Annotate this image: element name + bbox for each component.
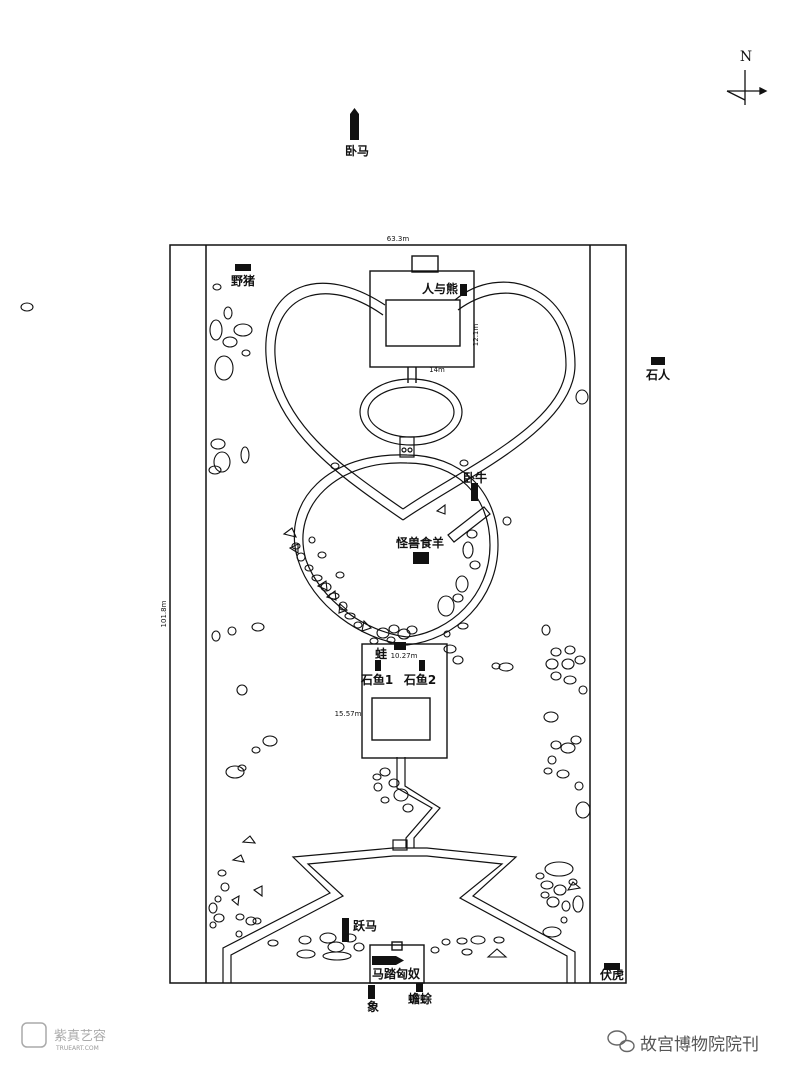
dimension-left-height: 101.8m xyxy=(160,600,168,627)
label-chan-chu: 蟾蜍 xyxy=(408,991,432,1006)
dimension-pavilion-depth: 12.1m xyxy=(472,324,480,347)
dimension-pool-height: 15.57m xyxy=(335,710,362,718)
triangle-stones xyxy=(231,503,582,958)
dimension-pavilion-width: 14m xyxy=(429,366,445,374)
watermark-left-cn: 紫真艺容 xyxy=(54,1028,106,1044)
paths xyxy=(222,281,576,983)
label-yue-ma: 跃马 xyxy=(353,919,377,933)
scattered-stones xyxy=(20,283,591,961)
loop-connector xyxy=(399,436,415,458)
watermark-right-text: 故宫博物院院刊 xyxy=(640,1035,759,1055)
label-shi-yu-2: 石鱼2 xyxy=(403,672,436,687)
sculpture-markers xyxy=(235,108,665,999)
label-wo-niu: 卧牛 xyxy=(463,470,487,485)
watermark-right: 故宫博物院院刊 xyxy=(607,1030,759,1055)
watermark-left-en: TRUEART.COM xyxy=(55,1045,99,1052)
sculpture-labels: 卧马 野猪 人与熊 石人 卧牛 怪兽食羊 蛙 石鱼1 石鱼2 跃马 马踏匈奴 象… xyxy=(231,144,671,1014)
watermark-logo-icon xyxy=(21,1022,47,1048)
watermark-left: 紫真艺容 TRUEART.COM xyxy=(21,1022,106,1052)
label-fu-hu: 伏虎 xyxy=(600,967,624,982)
pool-structure xyxy=(361,643,448,759)
label-ma-ta-xiong-nu: 马踏匈奴 xyxy=(372,966,420,981)
label-wa: 蛙 xyxy=(375,646,387,661)
site-boundary xyxy=(169,244,627,984)
label-shi-ren: 石人 xyxy=(645,367,671,382)
label-xiang: 象 xyxy=(367,999,379,1014)
south-gate xyxy=(369,941,425,984)
label-wo-ma: 卧马 xyxy=(345,144,369,158)
pavilion-structure xyxy=(369,255,475,383)
label-ye-zhu: 野猪 xyxy=(231,273,255,288)
label-shi-yu-1: 石鱼1 xyxy=(360,672,393,687)
label-ren-yu-xiong: 人与熊 xyxy=(422,281,458,296)
dimension-top-width: 63.3m xyxy=(387,235,410,243)
north-arrow-icon xyxy=(726,70,768,105)
stone-slab xyxy=(447,506,491,543)
wechat-icon xyxy=(607,1030,635,1053)
north-label: N xyxy=(740,49,752,65)
dimension-pool-width: 10.27m xyxy=(391,652,418,660)
label-guai-shou-shi-yang: 怪兽食羊 xyxy=(395,535,444,550)
